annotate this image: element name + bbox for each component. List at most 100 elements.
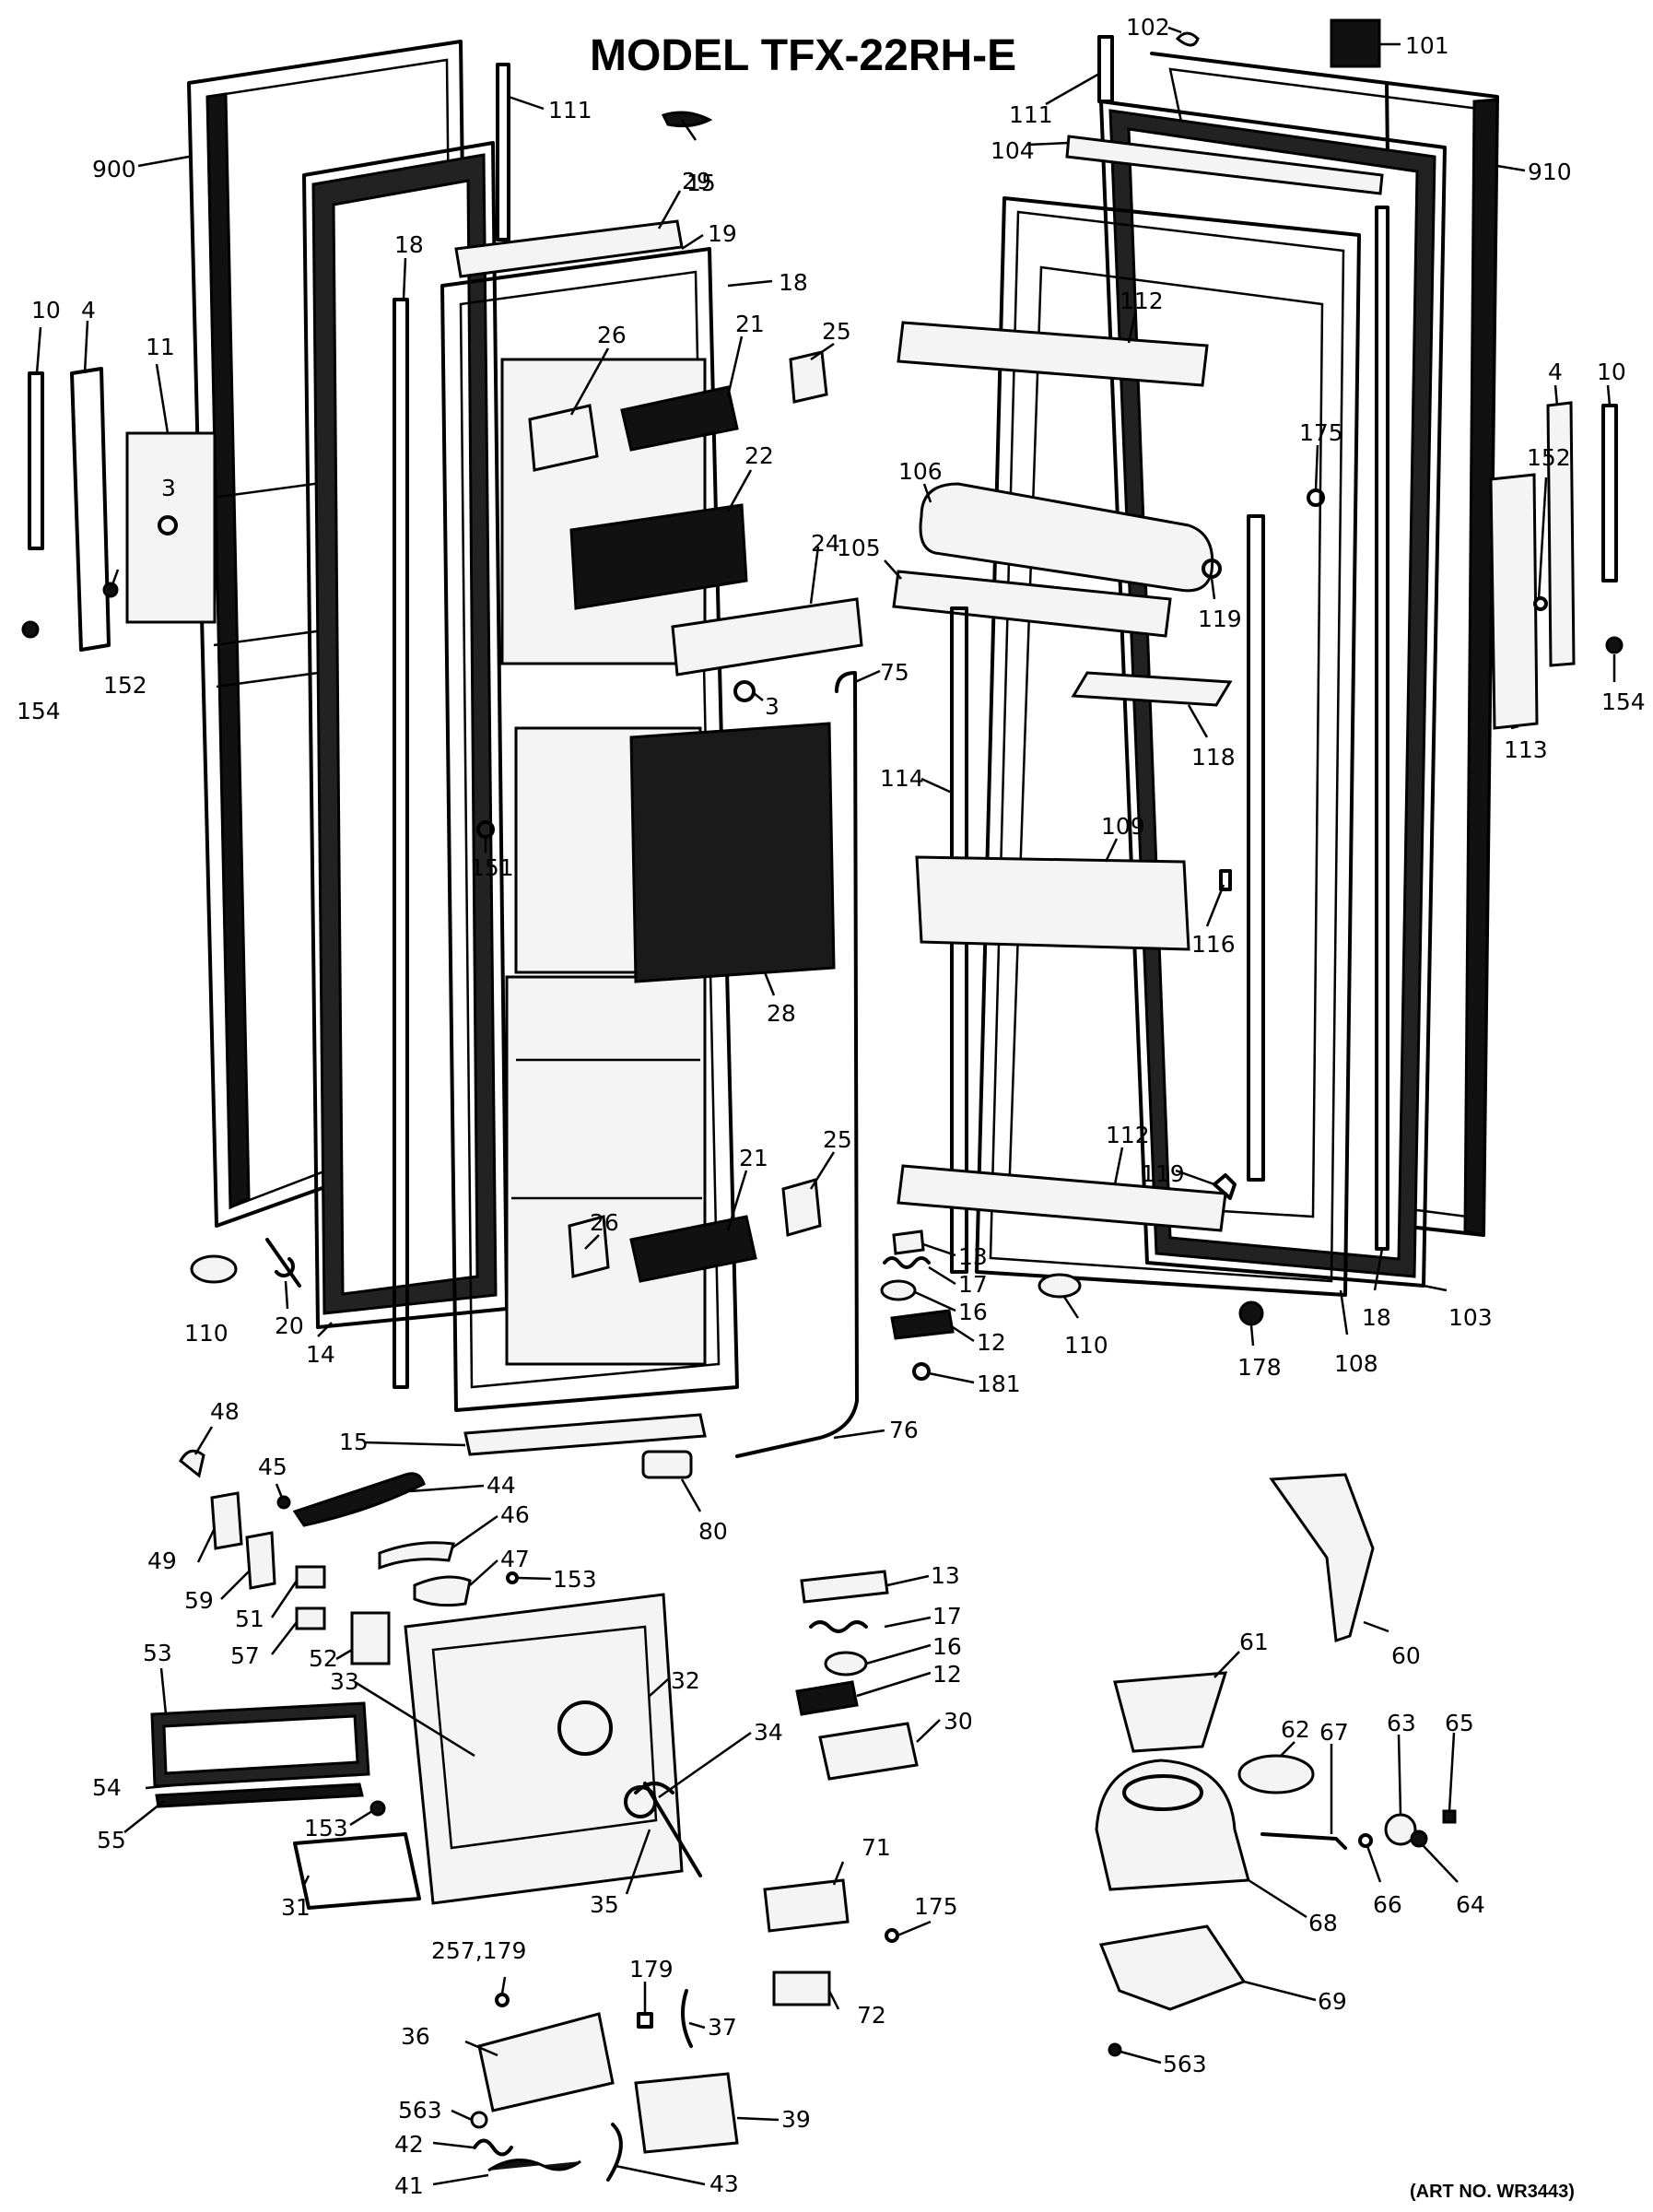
callout-109: 109 [1101,813,1145,840]
switch-51 [295,1565,326,1589]
callout-103: 103 [1448,1304,1493,1331]
fitting-80 [641,1450,693,1479]
bar-112-top [897,321,1209,387]
callout-57: 57 [230,1642,260,1669]
callout-29: 29 [682,168,711,194]
egg-tray-118 [1071,671,1233,707]
callout-20: 20 [275,1312,304,1339]
callout-4-right: 4 [1548,359,1563,385]
callout-51: 51 [235,1606,264,1632]
callout-152-left: 152 [103,672,147,699]
screw-257-179 [495,1993,510,2007]
callout-15-bottom: 15 [339,1429,369,1455]
part-29 [661,111,713,128]
callout-labels: 900 10 4 11 3 152 154 18 111 29 15 19 18… [17,14,1646,2199]
callout-175-bottom: 175 [914,1893,958,1920]
screw-563-b [1108,2042,1122,2057]
grille-31 [293,1832,421,1910]
screw-154-left [21,620,40,639]
callout-47: 47 [500,1546,530,1572]
spring-42 [473,2138,513,2157]
plug-178 [1238,1300,1264,1326]
bracket-26-top [528,404,599,472]
funnel-61 [1113,1671,1228,1753]
diagram-title: MODEL TFX-22RH-E [590,31,1016,80]
screw-175-b [885,1928,899,1943]
fresh-food-door-gasket [1099,100,1447,1288]
bracket-36 [477,2012,615,2112]
auger-motor-hub [557,1700,613,1756]
callout-112-bottom: 112 [1106,1122,1150,1148]
module-72 [772,1971,831,2006]
cover-113 [1489,473,1539,730]
callout-151: 151 [470,854,514,881]
hinge-right [1546,401,1576,667]
bin-cover-106 [919,482,1214,593]
plate-30 [818,1722,919,1781]
hinge-cover-left [28,371,44,550]
callout-102: 102 [1126,14,1170,41]
callout-63: 63 [1387,1710,1416,1736]
clip-16-b [824,1651,868,1677]
callout-44: 44 [487,1472,516,1499]
callout-26-bottom: 26 [590,1209,619,1236]
callout-15-top: 15 [686,170,716,196]
callout-36: 36 [401,2023,430,2050]
plug-3-mid [733,680,756,702]
spring-17-t [883,1256,931,1269]
bar-112-bottom [897,1164,1227,1232]
callout-62: 62 [1281,1716,1310,1743]
gasket-strip-18-left [393,298,409,1389]
callout-116: 116 [1191,931,1236,958]
trim-15-bottom [463,1413,707,1456]
bracket-60 [1269,1473,1375,1643]
callout-61: 61 [1239,1629,1269,1655]
cover-71 [763,1878,850,1933]
callout-13-bottom: 13 [931,1562,960,1589]
callout-900: 900 [92,156,136,182]
pad-46 [378,1541,455,1571]
callout-72: 72 [857,2002,886,2029]
switch-57 [295,1606,326,1630]
callout-181: 181 [977,1371,1021,1397]
callout-101: 101 [1405,32,1449,59]
callout-111-left: 111 [548,97,592,124]
housing-68 [1095,1759,1250,1891]
callout-80: 80 [698,1518,728,1545]
callout-153-a: 153 [553,1566,597,1593]
screw-181 [912,1362,931,1381]
strip-55 [155,1783,364,1808]
callout-154-left: 154 [17,698,61,724]
callout-110-right: 110 [1064,1332,1108,1359]
callout-24: 24 [811,530,840,557]
callout-76: 76 [889,1417,919,1443]
callout-19: 19 [708,220,737,247]
callout-60: 60 [1391,1642,1421,1669]
callout-21-bottom: 21 [739,1145,768,1171]
switch-plate-59 [245,1531,276,1590]
wire-43 [606,2123,623,2182]
screw-45 [276,1495,291,1510]
spring-17-b [809,1620,868,1633]
lever-44 [292,1472,426,1527]
callout-111-right: 111 [1009,101,1053,128]
dispenser-door-28 [629,722,836,983]
callout-17-top: 17 [958,1271,988,1298]
callout-33: 33 [330,1668,359,1695]
callout-104: 104 [991,137,1035,164]
callout-14: 14 [306,1341,335,1368]
callout-106: 106 [898,458,943,485]
callout-178: 178 [1237,1354,1282,1381]
spring-cap-34 [624,1785,657,1818]
hinge-pin-110-right [1038,1273,1082,1299]
callout-11: 11 [146,334,175,360]
callout-18-right: 18 [1362,1304,1391,1331]
callout-12-bottom: 12 [932,1661,962,1688]
callout-49: 49 [147,1547,177,1574]
callout-175-right: 175 [1299,419,1343,446]
callout-41: 41 [394,2172,424,2199]
callout-53: 53 [143,1640,172,1666]
callout-110-left: 110 [184,1320,229,1347]
callout-112-top: 112 [1120,288,1164,314]
callout-910: 910 [1528,159,1572,185]
